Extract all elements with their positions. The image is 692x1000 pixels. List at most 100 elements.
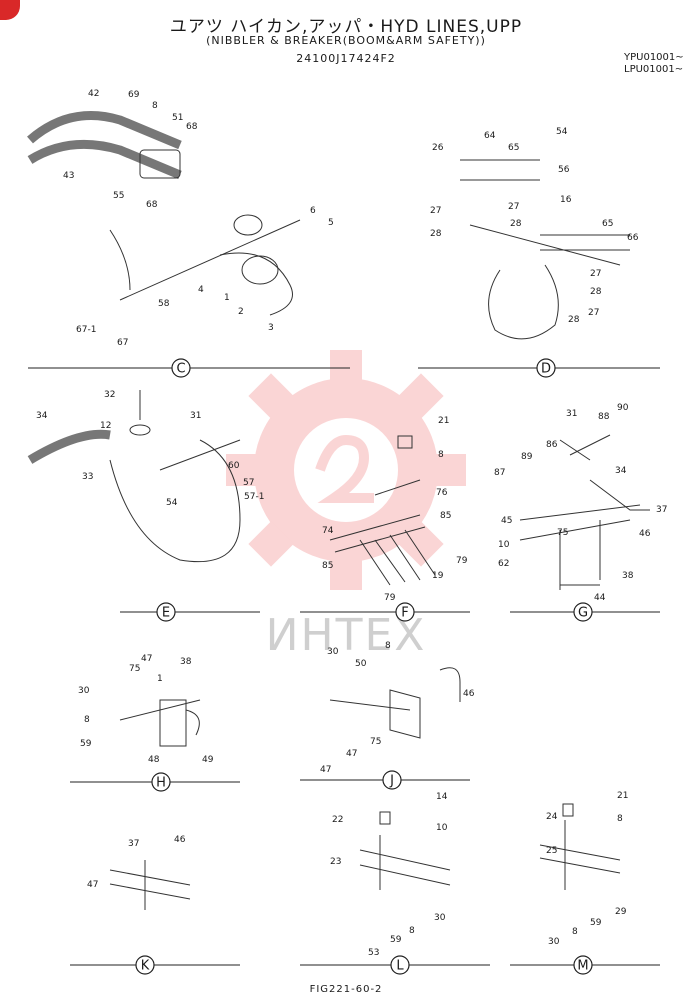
callout-h-4: 30	[78, 686, 90, 696]
callout-e-8: 57-1	[244, 492, 264, 502]
callout-l-0: 14	[436, 792, 448, 802]
callout-m-5: 59	[590, 918, 602, 928]
callout-c-13: 3	[268, 323, 274, 333]
callout-d-2: 65	[508, 143, 519, 153]
callout-c-10: 4	[198, 285, 204, 295]
section-label-d: D	[541, 362, 551, 377]
callout-h-1: 75	[129, 664, 140, 674]
part-code: 24100J17424F2	[296, 52, 396, 65]
section-l-drawing	[359, 811, 451, 890]
callout-j-2: 8	[385, 641, 391, 651]
callout-g-12: 62	[498, 559, 509, 569]
section-label-h: H	[156, 776, 166, 791]
section-circle-j	[382, 770, 402, 790]
callout-e-3: 31	[190, 411, 201, 421]
callout-e-1: 34	[36, 411, 48, 421]
callout-c-16: 67	[117, 338, 128, 348]
callout-c-4: 68	[186, 122, 198, 132]
section-label-g: G	[578, 606, 588, 621]
watermark-gear-icon	[226, 350, 466, 590]
callout-d-8: 28	[430, 229, 442, 239]
callout-f-0: 21	[438, 416, 449, 426]
callout-m-0: 21	[617, 791, 628, 801]
callout-c-9: 5	[328, 218, 334, 228]
diagram-subtitle: (NIBBLER & BREAKER(BOOM&ARM SAFETY))	[206, 34, 486, 47]
callout-f-1: 8	[438, 450, 444, 460]
section-c-drawing	[27, 111, 301, 316]
section-circle-h	[151, 772, 171, 792]
figure-number: FIG221-60-2	[309, 984, 383, 995]
callout-c-1: 69	[128, 90, 140, 100]
callout-g-1: 88	[598, 412, 610, 422]
callout-c-15: 67-1	[76, 325, 96, 335]
callout-d-7: 27	[508, 202, 519, 212]
callout-f-6: 85	[322, 561, 333, 571]
section-label-c: C	[176, 362, 185, 377]
callout-j-1: 50	[355, 659, 367, 669]
callout-l-5: 8	[409, 926, 415, 936]
callout-d-6: 27	[430, 206, 441, 216]
callout-f-5: 79	[456, 556, 468, 566]
section-label-f: F	[401, 606, 408, 621]
callout-c-11: 1	[224, 293, 230, 303]
section-label-l: L	[396, 959, 404, 974]
callout-d-4: 56	[558, 165, 570, 175]
diagram-title: ユアツ ハイカン,アッパ・HYD LINES,UPP	[169, 17, 523, 37]
callout-j-6: 47	[320, 765, 331, 775]
section-j-drawing	[329, 667, 461, 739]
callout-m-6: 30	[548, 937, 560, 947]
section-f-drawing	[329, 435, 436, 586]
callout-g-11: 10	[498, 540, 510, 550]
section-k-drawing	[109, 860, 191, 910]
callout-h-7: 48	[148, 755, 160, 765]
callout-g-7: 37	[656, 505, 667, 515]
callout-c-8: 6	[310, 206, 316, 216]
section-label-j: J	[389, 774, 394, 789]
callout-l-3: 23	[330, 857, 341, 867]
callout-d-9: 28	[510, 219, 522, 229]
callout-j-5: 47	[346, 749, 357, 759]
callout-k-2: 47	[87, 880, 98, 890]
callout-l-6: 59	[390, 935, 402, 945]
callout-d-12: 27	[590, 269, 601, 279]
callout-e-2: 12	[100, 421, 111, 431]
callout-m-2: 8	[617, 814, 623, 824]
section-d-drawing	[460, 159, 630, 340]
callout-m-3: 25	[546, 846, 557, 856]
callout-k-1: 46	[174, 835, 186, 845]
section-circle-m	[573, 955, 593, 975]
callout-h-6: 59	[80, 739, 92, 749]
section-circle-d	[536, 358, 556, 378]
callout-m-4: 29	[615, 907, 627, 917]
callout-h-0: 47	[141, 654, 152, 664]
callout-c-7: 68	[146, 200, 158, 210]
callout-g-6: 34	[615, 466, 627, 476]
callout-f-8: 79	[384, 593, 396, 603]
callout-d-5: 16	[560, 195, 572, 205]
callout-g-8: 45	[501, 516, 512, 526]
callout-g-0: 31	[566, 409, 577, 419]
callout-c-0: 42	[88, 89, 99, 99]
callout-k-0: 37	[128, 839, 139, 849]
callout-g-2: 90	[617, 403, 629, 413]
section-label-m: M	[577, 959, 588, 974]
section-g-drawing	[519, 434, 650, 590]
section-circle-c	[171, 358, 191, 378]
section-circle-e	[156, 602, 176, 622]
callout-g-4: 89	[521, 452, 533, 462]
callout-g-14: 44	[594, 593, 606, 603]
callout-j-3: 46	[463, 689, 475, 699]
callout-f-2: 76	[436, 488, 448, 498]
section-circle-k	[135, 955, 155, 975]
callout-d-0: 54	[556, 127, 568, 137]
callout-g-3: 86	[546, 440, 558, 450]
callout-m-7: 8	[572, 927, 578, 937]
callout-e-6: 57	[243, 478, 254, 488]
callout-f-7: 19	[432, 571, 444, 581]
section-label-k: K	[141, 959, 150, 974]
callout-d-14: 27	[588, 308, 599, 318]
serial-range-2: LPU01001~	[624, 64, 684, 75]
callout-h-2: 38	[180, 657, 192, 667]
